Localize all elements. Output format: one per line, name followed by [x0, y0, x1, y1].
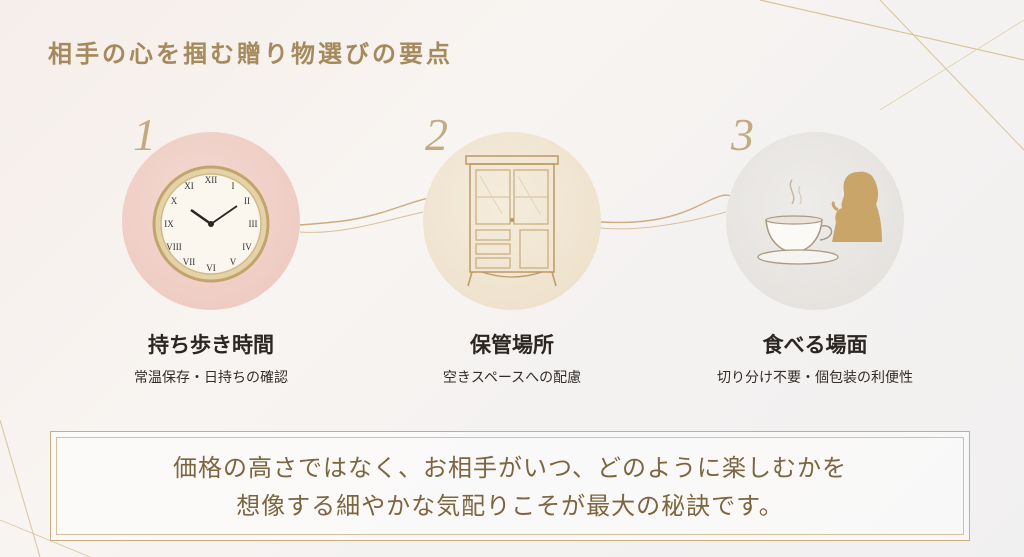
- item-sub-2: 空きスペースへの配慮: [442, 370, 582, 386]
- svg-text:IX: IX: [164, 219, 174, 229]
- clock-icon: XII I II III IV V VI VII VIII IX X XI: [152, 165, 270, 283]
- summary-line-1: 価格の高さではなく、お相手がいつ、どのように楽しむかを: [172, 454, 848, 482]
- svg-text:VIII: VIII: [166, 242, 182, 252]
- item-sub-1: 常温保存・日持ちの確認: [134, 370, 288, 386]
- item-label-3: 食べる場面: [762, 333, 868, 357]
- summary-box-inner-border: [56, 437, 964, 535]
- summary-message-box: 価格の高さではなく、お相手がいつ、どのように楽しむかを 想像する細やかな気配りこ…: [50, 431, 970, 541]
- item-label-1: 持ち歩き時間: [148, 333, 274, 357]
- item-number-2: 2: [425, 109, 448, 160]
- svg-text:VI: VI: [206, 263, 216, 273]
- svg-text:V: V: [230, 257, 237, 267]
- svg-text:II: II: [244, 196, 250, 206]
- item-number-3: 3: [731, 109, 754, 160]
- svg-text:XII: XII: [205, 175, 218, 185]
- page-title: 相手の心を掴む贈り物選びの要点: [48, 39, 453, 68]
- svg-text:IV: IV: [242, 242, 252, 252]
- svg-text:X: X: [171, 196, 178, 206]
- svg-text:III: III: [249, 219, 258, 229]
- svg-text:VII: VII: [183, 257, 196, 267]
- item-label-2: 保管場所: [470, 333, 554, 357]
- item-sub-3: 切り分け不要・個包装の利便性: [717, 370, 913, 386]
- item-number-1: 1: [133, 109, 156, 160]
- summary-line-2: 想像する細やかな気配りこそが最大の秘訣です。: [236, 492, 784, 520]
- svg-text:I: I: [232, 181, 235, 191]
- teacup-woman-icon: [757, 171, 882, 265]
- svg-text:XI: XI: [184, 181, 194, 191]
- cabinet-icon: [465, 155, 559, 287]
